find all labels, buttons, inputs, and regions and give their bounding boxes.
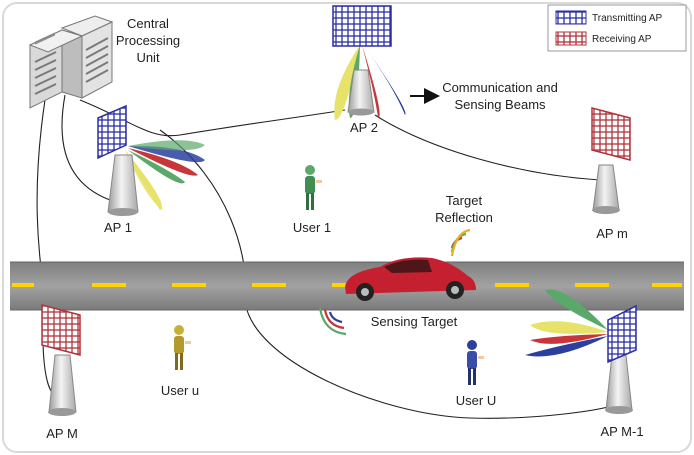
cpu-servers bbox=[28, 15, 114, 109]
ap1-station bbox=[97, 104, 205, 216]
useru-figure bbox=[174, 325, 191, 370]
reflection-label-line1: Target bbox=[446, 193, 483, 208]
ap2-label: AP 2 bbox=[350, 120, 378, 135]
cpu-label-line3: Unit bbox=[136, 50, 160, 65]
link-ap1-ap2 bbox=[179, 109, 346, 136]
beams-label-line1: Communication and bbox=[442, 80, 558, 95]
apm-label: AP m bbox=[596, 226, 628, 241]
cpu-label-line2: Processing bbox=[116, 33, 180, 48]
legend-transmitting-label: Transmitting AP bbox=[592, 13, 663, 24]
apM1-label: AP M-1 bbox=[600, 424, 643, 439]
apM-station bbox=[41, 304, 81, 416]
lane-markings bbox=[12, 283, 682, 287]
apm-station bbox=[591, 107, 631, 214]
reflection-waves-icon bbox=[450, 228, 471, 257]
legend-receiving-label: Receiving AP bbox=[592, 34, 652, 45]
useru-label: User u bbox=[161, 383, 199, 398]
sensing-target-label: Sensing Target bbox=[371, 314, 458, 329]
fronthaul-links bbox=[36, 94, 616, 419]
legend-receiving-swatch bbox=[555, 31, 587, 46]
apM1-station bbox=[525, 289, 637, 414]
link-ap2-apm bbox=[374, 114, 601, 181]
car-sensing-target bbox=[345, 257, 476, 301]
beams-label-line2: Sensing Beams bbox=[454, 97, 546, 112]
sensing-waves-icon bbox=[318, 307, 347, 336]
user1-figure bbox=[305, 165, 322, 210]
cpu-label-line1: Central bbox=[127, 16, 169, 31]
userU-label: User U bbox=[456, 393, 496, 408]
apM-label: AP M bbox=[46, 426, 78, 441]
user1-label: User 1 bbox=[293, 220, 331, 235]
link-cpu-ap1 bbox=[61, 94, 111, 201]
link-cpu-apM1 bbox=[159, 129, 616, 419]
userU-figure bbox=[467, 340, 484, 385]
ap2-station bbox=[332, 5, 406, 120]
legend bbox=[547, 4, 687, 52]
legend-transmitting-swatch bbox=[555, 10, 587, 25]
link-cpu-ap1b bbox=[79, 99, 181, 137]
ap1-label: AP 1 bbox=[104, 220, 132, 235]
reflection-label-line2: Reflection bbox=[435, 210, 493, 225]
